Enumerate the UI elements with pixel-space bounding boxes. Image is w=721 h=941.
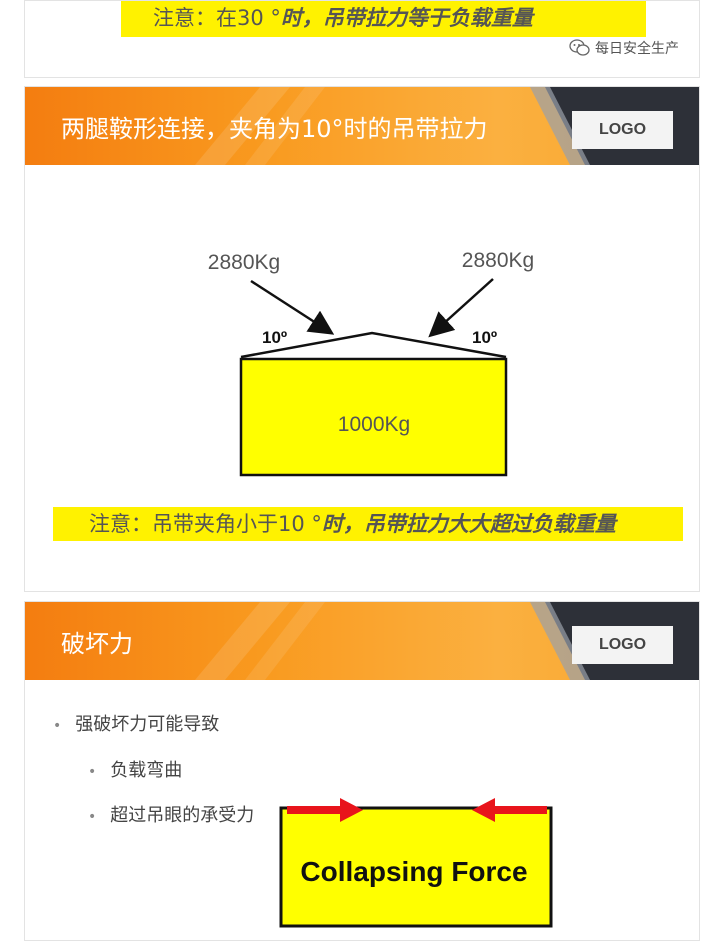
load-label: 1000Kg bbox=[338, 413, 410, 436]
bullet-3: • 超过吊眼的承受力 bbox=[88, 801, 254, 827]
right-force-arrow bbox=[428, 278, 494, 338]
saddle-diagram: 2880Kg 2880Kg 10º 10º 1000Kg bbox=[208, 249, 534, 477]
bullet-dot-icon: • bbox=[88, 764, 97, 780]
bullet-text: 强破坏力可能导致 bbox=[75, 714, 220, 735]
banner-title: 破坏力 bbox=[61, 630, 133, 658]
sling bbox=[240, 331, 507, 359]
bullet-1: • 强破坏力可能导致 bbox=[53, 710, 219, 736]
bullet-dot-icon: • bbox=[88, 809, 97, 825]
left-force-label: 2880Kg bbox=[208, 251, 280, 274]
top-note-emphasis: 时，吊带拉力等于负载重量 bbox=[280, 6, 533, 30]
banner-title: 两腿鞍形连接，夹角为10°时的吊带拉力 bbox=[61, 115, 488, 143]
watermark: 每日安全生产 bbox=[569, 38, 679, 58]
bullet-text: 负载弯曲 bbox=[110, 760, 183, 781]
saddle-note: 注意：吊带夹角小于10 °时，吊带拉力大大超过负载重量 bbox=[53, 507, 683, 541]
left-arrow-icon bbox=[287, 798, 363, 822]
left-angle-label: 10º bbox=[262, 328, 287, 347]
logo: LOGO bbox=[572, 111, 673, 149]
right-angle-label: 10º bbox=[472, 328, 497, 347]
saddle-note-prefix: 注意：吊带夹角小于10 ° bbox=[89, 512, 322, 536]
bullet-text: 超过吊眼的承受力 bbox=[110, 805, 255, 826]
wechat-icon bbox=[569, 39, 590, 56]
saddle-note-emphasis: 时，吊带拉力大大超过负载重量 bbox=[321, 512, 616, 536]
box-label: Collapsing Force bbox=[300, 856, 527, 887]
banner: 破坏力 LOGO bbox=[25, 602, 699, 680]
left-force-arrow bbox=[250, 279, 335, 335]
bullet-dot-icon: • bbox=[53, 718, 62, 734]
top-note-prefix: 注意：在30 ° bbox=[153, 6, 281, 30]
collapsing-force-card: 破坏力 LOGO • 强破坏力可能导致 • 负载弯曲 • 超过吊眼的承受力 Colla… bbox=[24, 601, 700, 941]
load-box bbox=[239, 357, 508, 477]
right-force-label: 2880Kg bbox=[462, 249, 534, 272]
right-arrow-icon bbox=[472, 798, 547, 822]
top-card: 注意：在30 °时，吊带拉力等于负载重量 每日安全生产 bbox=[24, 0, 700, 78]
top-note: 注意：在30 °时，吊带拉力等于负载重量 bbox=[121, 1, 646, 37]
saddle-hitch-card: 两腿鞍形连接，夹角为10°时的吊带拉力 LOGO 2880Kg 2880Kg 1… bbox=[24, 86, 700, 592]
logo: LOGO bbox=[572, 626, 673, 664]
watermark-text: 每日安全生产 bbox=[595, 41, 679, 57]
bullet-2: • 负载弯曲 bbox=[88, 756, 182, 782]
banner: 两腿鞍形连接，夹角为10°时的吊带拉力 LOGO bbox=[25, 87, 699, 165]
load-box bbox=[279, 806, 553, 928]
collapsing-force-diagram: Collapsing Force bbox=[279, 798, 553, 928]
